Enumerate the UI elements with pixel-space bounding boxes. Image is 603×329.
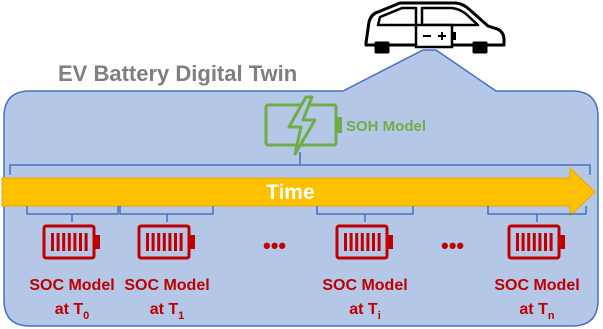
battery-cells-icon: [42, 224, 100, 260]
soh-span-brace: [9, 152, 591, 175]
soc-model-1-line1: SOC Model: [124, 277, 209, 294]
soc-model-0-line1: SOC Model: [29, 277, 114, 294]
battery-cells-icon: [335, 224, 393, 260]
charging-battery-icon: [264, 95, 342, 156]
ellipsis-left: •••: [263, 233, 286, 258]
soc-model-n-line1: SOC Model: [494, 277, 579, 294]
soc-model-i-line2: at Ti: [349, 301, 381, 322]
soc-model-1-line2: at T1: [150, 301, 185, 322]
time-arrow: [1, 166, 596, 218]
diagram-title: EV Battery Digital Twin: [58, 61, 297, 86]
soc-battery-icons: [42, 224, 565, 260]
battery-cells-icon: [137, 224, 195, 260]
time-label: Time: [266, 181, 315, 204]
interval-brackets: [26, 206, 587, 222]
soc-model-n-line2: at Tn: [519, 301, 554, 322]
ellipsis-right: •••: [441, 233, 464, 258]
soh-model-label: SOH Model: [346, 118, 426, 135]
soc-model-i-line1: SOC Model: [322, 277, 407, 294]
soc-model-0-line2: at T0: [55, 301, 90, 322]
soc-model-0: SOC Model at T0: [29, 277, 114, 322]
soc-model-n: SOC Model at Tn: [494, 277, 579, 322]
car-battery-icon: [414, 23, 456, 49]
soc-model-i: SOC Model at Ti: [322, 277, 407, 322]
battery-cells-icon: [507, 224, 565, 260]
soc-model-1: SOC Model at T1: [124, 277, 209, 322]
